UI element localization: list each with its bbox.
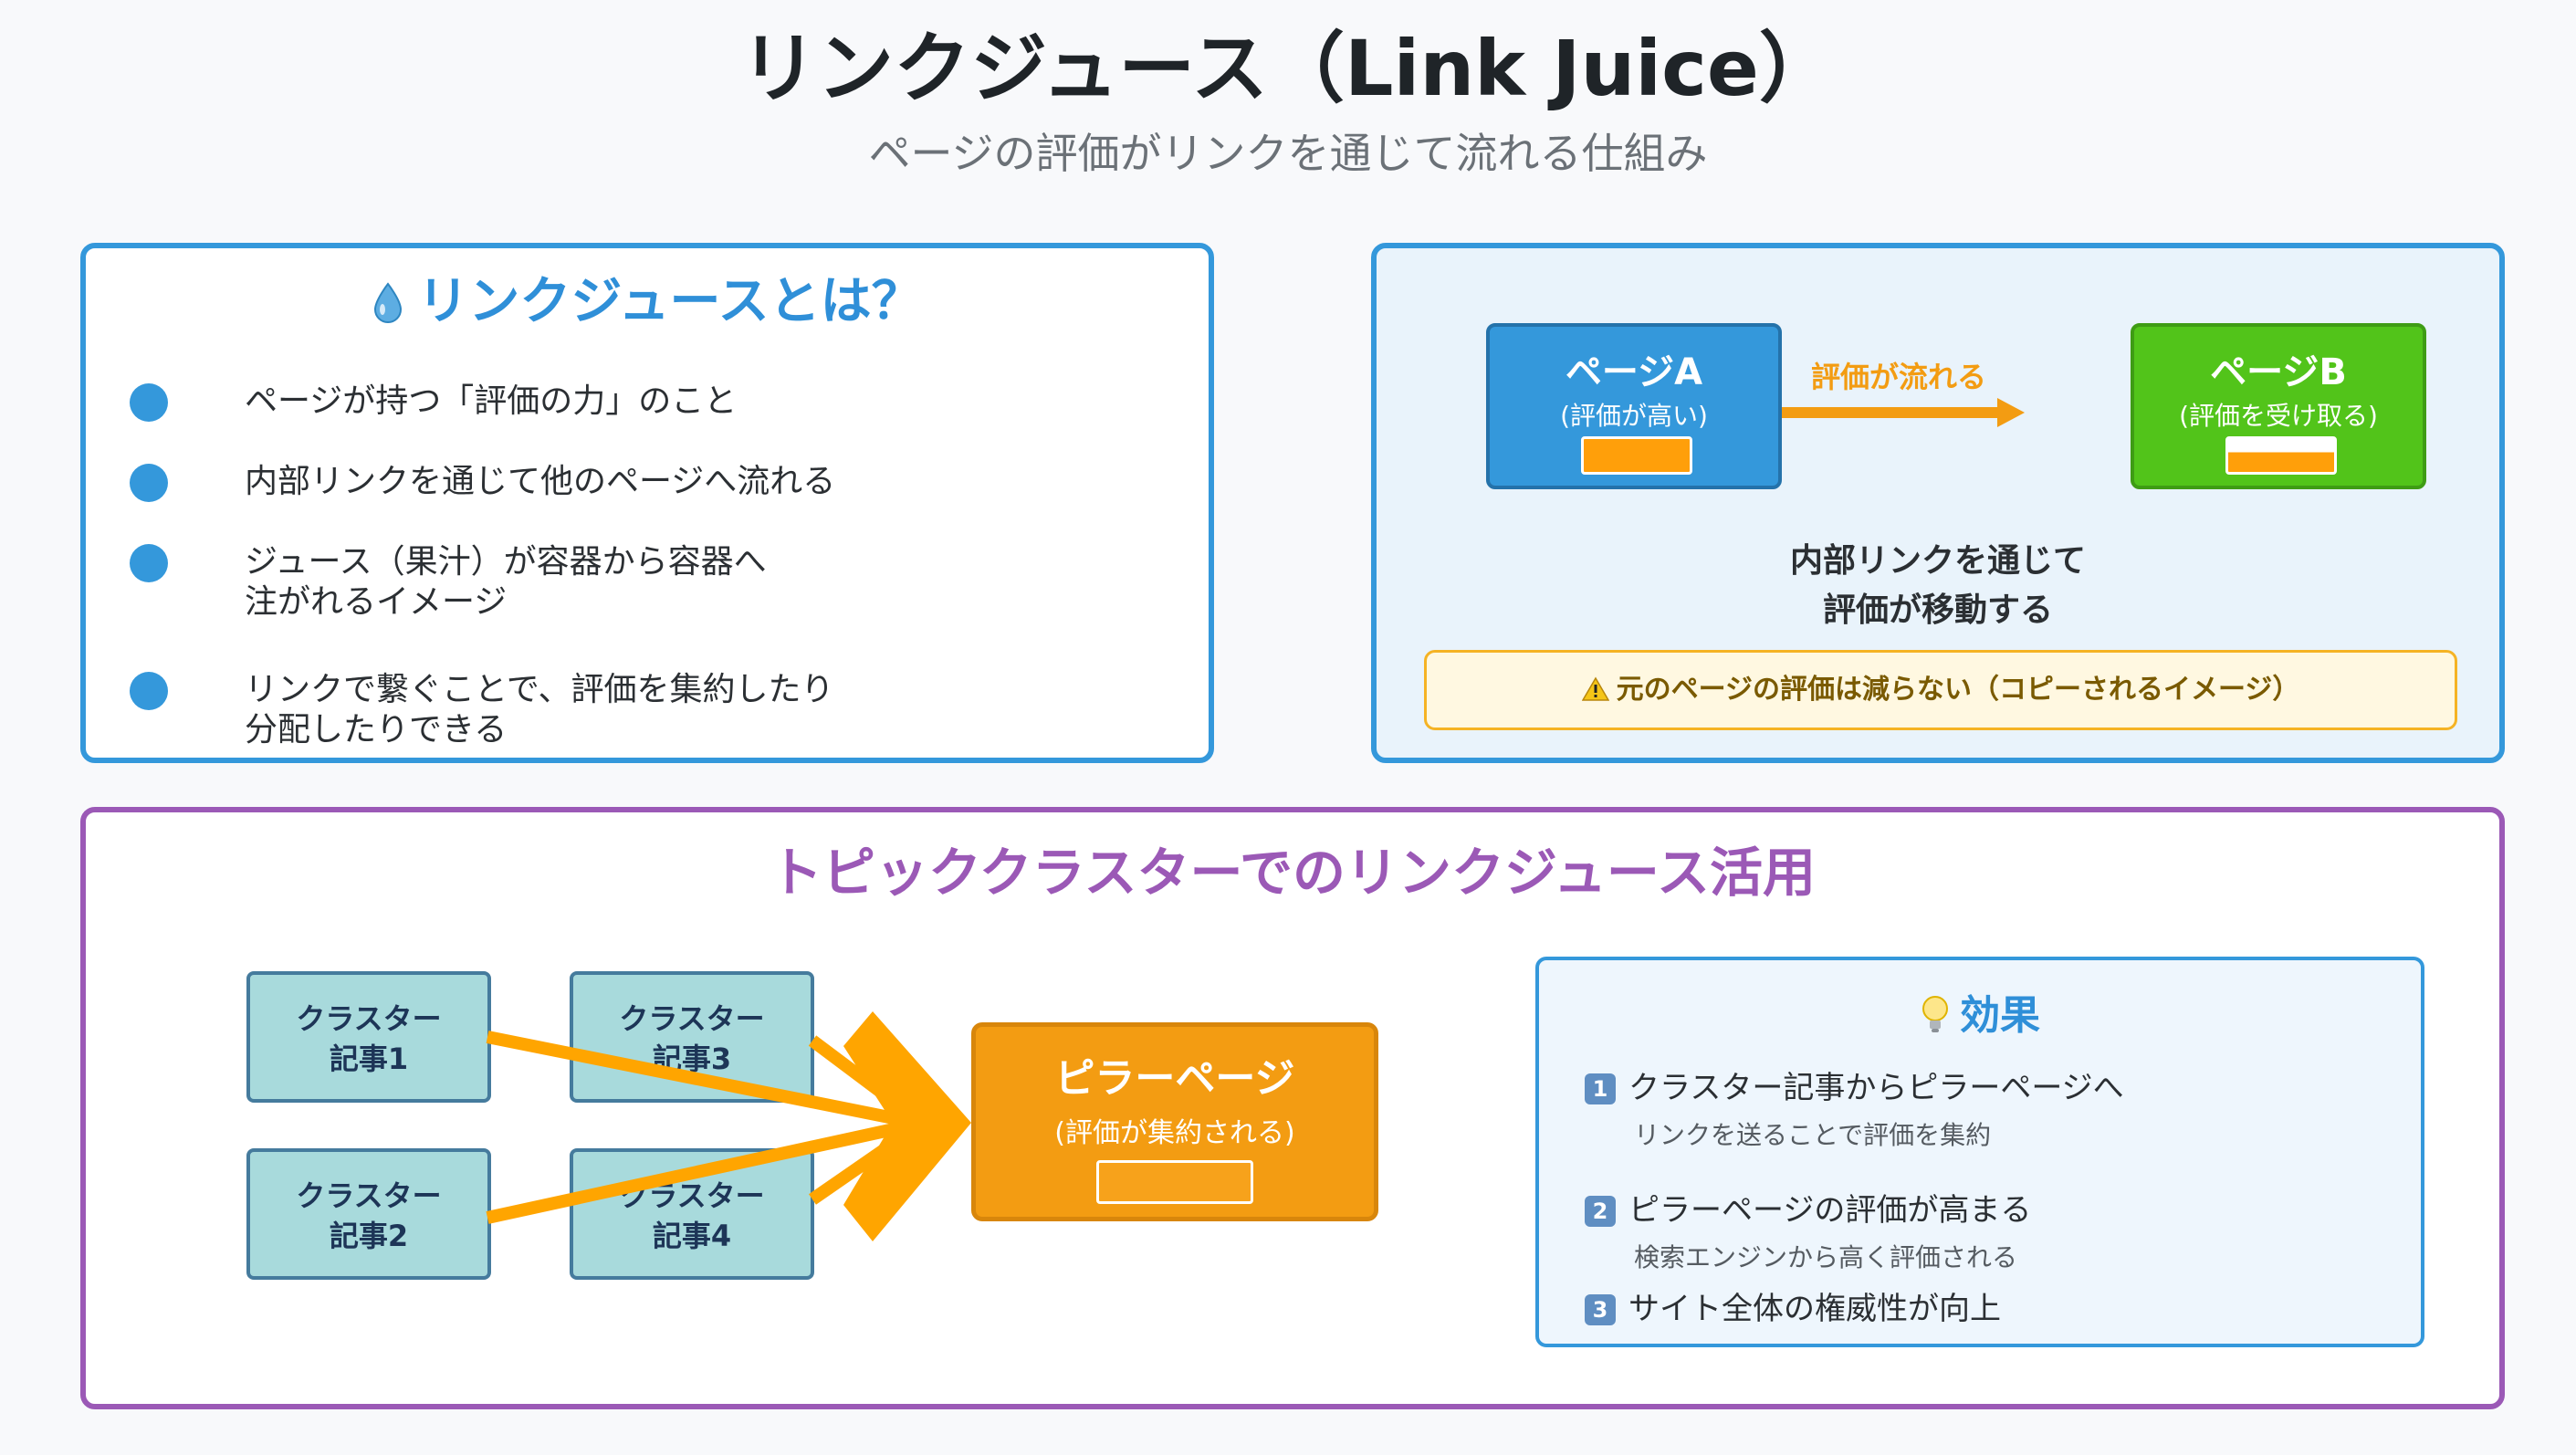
effect-main-text: サイト全体の権威性が向上 <box>1628 1291 2001 1327</box>
cluster-article-4: クラスター 記事4 <box>570 1148 814 1280</box>
warning-text: 元のページの評価は減らない（コピーされるイメージ） <box>1616 674 2300 706</box>
page-b-desc: (評価を受け取る) <box>2179 401 2378 431</box>
pillar-juice-meter <box>1096 1160 1253 1204</box>
pillar-page-desc: (評価が集約される) <box>1054 1117 1295 1149</box>
warning-note: 元のページの評価は減らない（コピーされるイメージ） <box>1424 650 2457 730</box>
topic-cluster-panel: トピッククラスターでのリンクジュース活用 クラスター 記事1 クラスター 記事3… <box>80 807 2505 1409</box>
number-2-icon: 2 <box>1585 1196 1616 1227</box>
cluster-panel-title: トピッククラスターでのリンクジュース活用 <box>769 842 1817 904</box>
effect-sub-text: リンクを送ることで評価を集約 <box>1634 1120 1992 1150</box>
what-panel-heading: リンクジュースとは？ <box>417 272 923 331</box>
effect-heading-row: 効果 <box>1539 982 2421 1041</box>
page-b-name: ページB <box>2210 351 2347 393</box>
cluster-article-3: クラスター 記事3 <box>570 971 814 1103</box>
page-subtitle: ページの評価がリンクを通じて流れる仕組み <box>868 129 1708 178</box>
cluster-link-arrows <box>486 1011 971 1241</box>
bullet-text: ページが持つ「評価の力」のこと <box>245 382 738 420</box>
flow-caption: 内部リンクを通じて 評価が移動する <box>1789 542 2086 629</box>
flow-arrow <box>1782 398 2025 427</box>
flow-arrow-label: 評価が流れる <box>1811 360 1987 394</box>
page-a-desc: (評価が高い) <box>1560 401 1708 431</box>
bullet-dot <box>130 672 168 710</box>
page-b-box: ページB (評価を受け取る) <box>2131 323 2426 489</box>
effect-sub-text: 検索エンジンから高く評価される <box>1634 1242 2018 1272</box>
effect-heading: 効果 <box>1960 992 2040 1039</box>
number-3-icon: 3 <box>1585 1294 1616 1325</box>
bullet-text: 内部リンクを通じて他のページへ流れる <box>245 463 836 500</box>
page-a-box: ページA (評価が高い) <box>1486 323 1782 489</box>
page-b-juice-meter <box>2225 436 2337 475</box>
flow-panel: ページA (評価が高い) 評価が流れる ページB (評価を受け取る) 内部リンク… <box>1371 243 2505 763</box>
lightbulb-icon <box>1922 996 1948 1032</box>
page-a-name: ページA <box>1565 351 1703 393</box>
page-title: リンクジュース（Link Juice） <box>740 24 1836 113</box>
bullet-dot <box>130 544 168 582</box>
bullet-text: リンクで繋ぐことで、評価を集約したり 分配したりできる <box>245 671 834 748</box>
effect-main-text: クラスター記事からピラーページへ <box>1628 1070 2124 1106</box>
droplet-icon <box>374 282 403 323</box>
page-a-juice-meter <box>1581 436 1692 475</box>
pillar-page-box: ピラーページ (評価が集約される) <box>971 1022 1378 1221</box>
number-1-icon: 1 <box>1585 1073 1616 1104</box>
cluster-article-1: クラスター 記事1 <box>246 971 491 1103</box>
what-is-link-juice-panel: リンクジュースとは？ ページが持つ「評価の力」のこと 内部リンクを通じて他のペー… <box>80 243 1214 763</box>
pillar-page-name: ピラーページ <box>1054 1055 1295 1102</box>
bullet-text: ジュース（果汁）が容器から容器へ 注がれるイメージ <box>245 543 767 621</box>
bullet-dot <box>130 464 168 502</box>
what-panel-heading-row: リンクジュースとは？ <box>86 270 1209 334</box>
effect-main-text: ピラーページの評価が高まる <box>1628 1192 2032 1229</box>
effect-box: 効果 1 クラスター記事からピラーページへ リンクを送ることで評価を集約 2 ピ… <box>1535 957 2424 1347</box>
cluster-article-2: クラスター 記事2 <box>246 1148 491 1280</box>
warning-icon <box>1581 676 1609 701</box>
bullet-dot <box>130 383 168 422</box>
